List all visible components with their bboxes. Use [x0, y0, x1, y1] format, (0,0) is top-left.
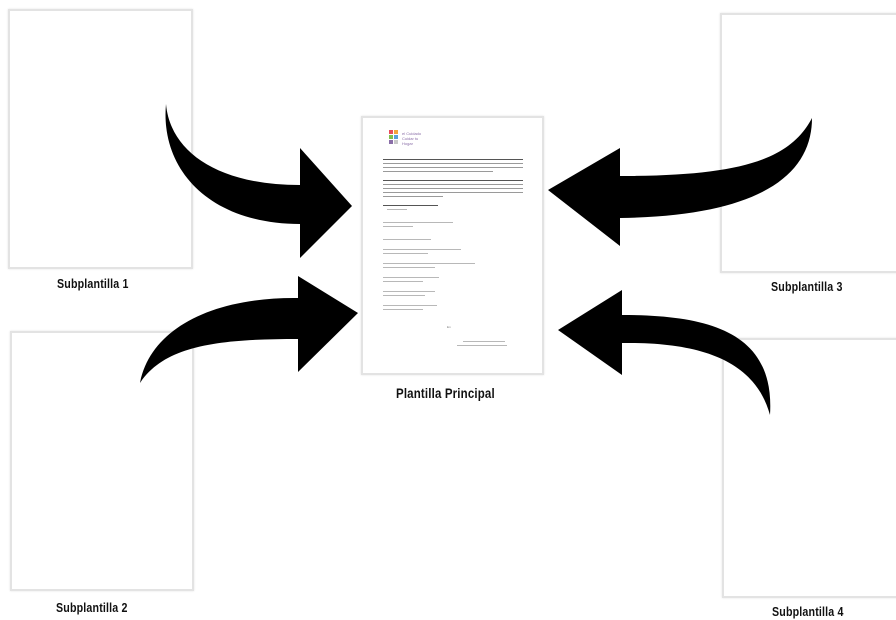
subtemplate-2-page [10, 331, 194, 591]
doc-text-line [383, 281, 423, 282]
doc-text-line [383, 253, 428, 254]
doc-text-line [383, 180, 523, 182]
subtemplate-1-page [8, 9, 193, 269]
subtemplate-1-label: Subplantilla 1 [57, 276, 129, 291]
subtemplate-2-label: Subplantilla 2 [56, 600, 128, 615]
doc-text-line [383, 171, 493, 173]
doc-text-line [383, 192, 523, 194]
doc-text-line [383, 309, 423, 310]
doc-text-line [383, 222, 453, 223]
curved-arrow-icon [140, 276, 358, 383]
doc-text-line [383, 249, 461, 250]
doc-text-line [383, 226, 413, 227]
subtemplate-4-label: Subplantilla 4 [772, 604, 844, 619]
doc-text-line [383, 167, 523, 169]
doc-text-line [383, 295, 425, 296]
doc-text-line [383, 277, 439, 278]
logo-text: el Cuidado Cuidar tu Hogar [402, 131, 422, 146]
subtemplate-3-label: Subplantilla 3 [771, 279, 843, 294]
doc-text-line [383, 305, 437, 306]
doc-text-line [383, 188, 523, 190]
doc-city-text: En [447, 325, 451, 329]
curved-arrow-icon [558, 290, 771, 415]
main-template-label: Plantilla Principal [396, 385, 495, 401]
doc-signature-line [463, 341, 505, 342]
doc-text-line [383, 163, 523, 165]
main-template-page: el Cuidado Cuidar tu Hogar En [361, 116, 544, 375]
doc-text-line [387, 209, 407, 210]
curved-arrow-icon [165, 104, 352, 258]
doc-text-line [383, 196, 443, 198]
logo: el Cuidado Cuidar tu Hogar [389, 130, 429, 146]
doc-text-line [383, 267, 435, 268]
subtemplate-4-page [722, 338, 896, 598]
doc-text-line [383, 159, 523, 161]
doc-text-line [383, 184, 523, 186]
doc-text-line [383, 291, 435, 292]
doc-text-line [383, 239, 431, 240]
doc-text-line [383, 263, 475, 264]
curved-arrow-icon [548, 118, 812, 246]
doc-signature-line [457, 345, 507, 346]
doc-text-line [383, 205, 438, 207]
